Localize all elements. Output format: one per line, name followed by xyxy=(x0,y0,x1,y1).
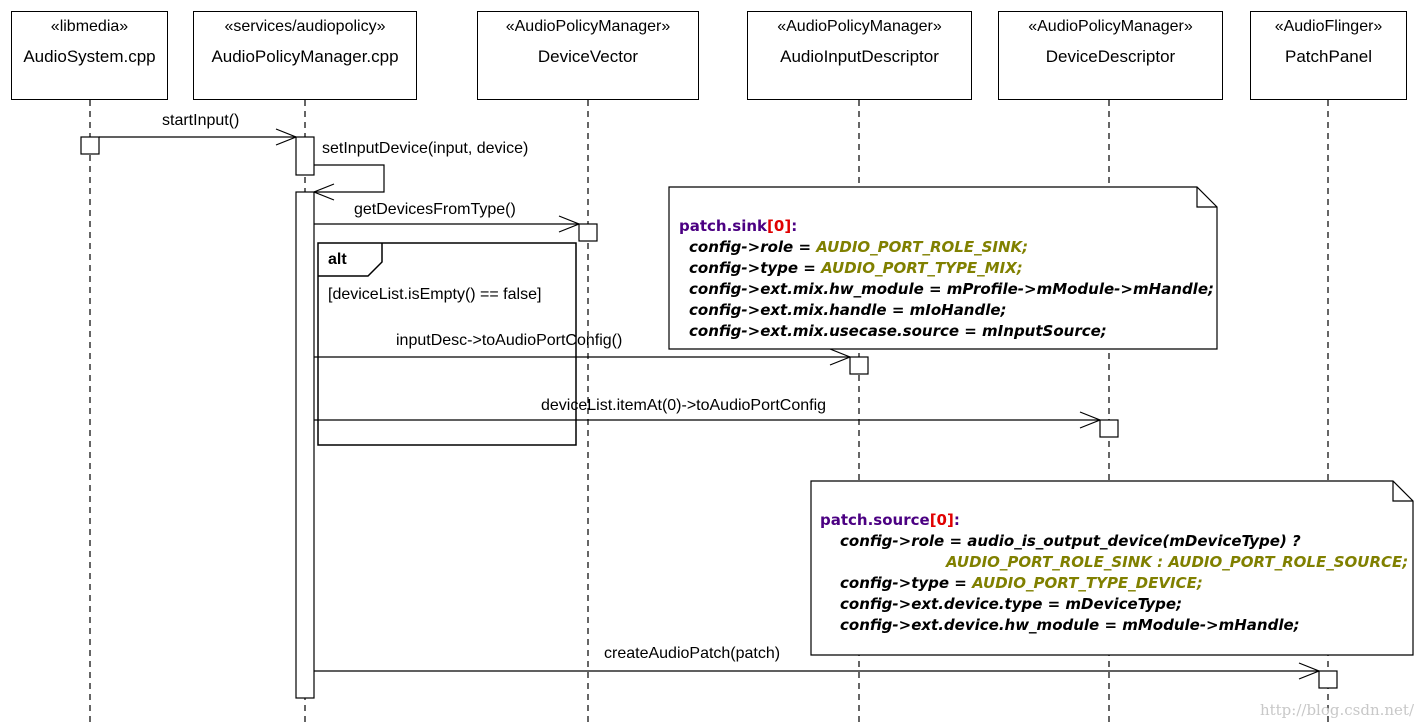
lifeline-head-devicedescriptor: «AudioPolicyManager» DeviceDescriptor xyxy=(998,11,1223,100)
lifeline-head-audiopolicymanager: «services/audiopolicy» AudioPolicyManage… xyxy=(193,11,417,100)
lifeline-head-devicevector: «AudioPolicyManager» DeviceVector xyxy=(477,11,699,100)
note-source-line4: config->ext.device.type = mDeviceType; xyxy=(840,595,1183,613)
message-label-createaudiopatch: createAudioPatch(patch) xyxy=(604,645,781,662)
note-source-title-index: [0] xyxy=(929,511,954,529)
lifeline-name: AudioInputDescriptor xyxy=(780,47,939,66)
note-sink-line2-lhs: config->type = xyxy=(689,259,822,277)
message-label-setinputdevice: setInputDevice(input, device) xyxy=(322,140,529,157)
note-source-line2: AUDIO_PORT_ROLE_SINK : AUDIO_PORT_ROLE_S… xyxy=(946,553,1409,571)
activation-devicevector xyxy=(578,223,598,242)
note-sink-title: patch.sink[0]: xyxy=(679,216,1214,237)
note-sink-title-colon: : xyxy=(791,217,798,235)
lifeline-name: AudioSystem.cpp xyxy=(23,47,156,66)
message-label-devicelist-toaudioportconfig: deviceList.itemAt(0)->toAudioPortConfig xyxy=(541,397,827,414)
note-source-line1: config->role = audio_is_output_device(mD… xyxy=(840,532,1301,550)
activation-audiosystem xyxy=(80,136,100,155)
note-source-title-colon: : xyxy=(953,511,960,529)
watermark: http://blog.csdn.net/ xyxy=(1259,701,1414,719)
stereotype-label: «libmedia» xyxy=(50,18,129,35)
note-sink-line2-const: AUDIO_PORT_TYPE_MIX; xyxy=(821,259,1023,277)
stereotype-label: «AudioFlinger» xyxy=(1274,18,1383,35)
alt-frame xyxy=(317,242,577,446)
message-label-getdevicesfromtype: getDevicesFromType() xyxy=(354,201,516,218)
lifeline-head-audioinputdescriptor: «AudioPolicyManager» AudioInputDescripto… xyxy=(747,11,972,100)
note-sink-line: config->role = AUDIO_PORT_ROLE_SINK; xyxy=(679,237,1214,258)
arrow-setinputdevice xyxy=(314,164,385,193)
note-sink-line5: config->ext.mix.usecase.source = mInputS… xyxy=(689,322,1107,340)
note-sink-title-index: [0] xyxy=(767,217,792,235)
lifeline-name: DeviceVector xyxy=(537,47,639,66)
activation-audioinputdescriptor xyxy=(849,356,869,375)
note-sink-line: config->type = AUDIO_PORT_TYPE_MIX; xyxy=(679,258,1214,279)
note-source-line3-const: AUDIO_PORT_TYPE_DEVICE; xyxy=(972,574,1203,592)
note-source-outline xyxy=(810,480,1414,656)
lifeline-head-patchpanel: «AudioFlinger» PatchPanel xyxy=(1250,11,1407,100)
note-patch-source: patch.source[0]: config->role = audio_is… xyxy=(820,510,1408,636)
activation-apm-1 xyxy=(295,136,315,176)
note-sink-line3: config->ext.mix.hw_module = mProfile->mM… xyxy=(689,280,1214,298)
note-sink-line1-lhs: config->role = xyxy=(689,238,817,256)
activation-devicedescriptor xyxy=(1099,419,1119,438)
lifeline-name: AudioPolicyManager.cpp xyxy=(211,47,399,66)
activation-patchpanel xyxy=(1318,670,1338,689)
note-sink-outline xyxy=(668,186,1218,350)
note-sink-line1-const: AUDIO_PORT_ROLE_SINK; xyxy=(816,238,1029,256)
activation-apm-2 xyxy=(295,191,315,699)
note-source-line5: config->ext.device.hw_module = mModule->… xyxy=(840,616,1300,634)
stereotype-label: «AudioPolicyManager» xyxy=(505,18,671,35)
note-source-line: config->type = AUDIO_PORT_TYPE_DEVICE; xyxy=(820,573,1408,594)
stereotype-label: «services/audiopolicy» xyxy=(224,18,386,35)
alt-guard: [deviceList.isEmpty() == false] xyxy=(328,286,542,303)
alt-frame-tag: alt xyxy=(328,251,347,268)
stereotype-label: «AudioPolicyManager» xyxy=(1028,18,1193,35)
note-patch-sink: patch.sink[0]: config->role = AUDIO_PORT… xyxy=(679,216,1214,342)
note-sink-line4: config->ext.mix.handle = mIoHandle; xyxy=(689,301,1007,319)
stereotype-label: «AudioPolicyManager» xyxy=(777,18,942,35)
message-label-startinput: startInput() xyxy=(162,112,240,129)
lifeline-head-audiosystem: «libmedia» AudioSystem.cpp xyxy=(11,11,168,100)
lifeline-name: DeviceDescriptor xyxy=(1045,47,1176,66)
note-source-title: patch.source[0]: xyxy=(820,510,1408,531)
note-sink-title-text: patch.sink xyxy=(679,217,768,235)
lifeline-name: PatchPanel xyxy=(1285,47,1372,66)
message-label-inputdesc-toaudioportconfig: inputDesc->toAudioPortConfig() xyxy=(396,332,623,349)
note-source-line3-lhs: config->type = xyxy=(840,574,973,592)
note-source-title-text: patch.source xyxy=(820,511,930,529)
